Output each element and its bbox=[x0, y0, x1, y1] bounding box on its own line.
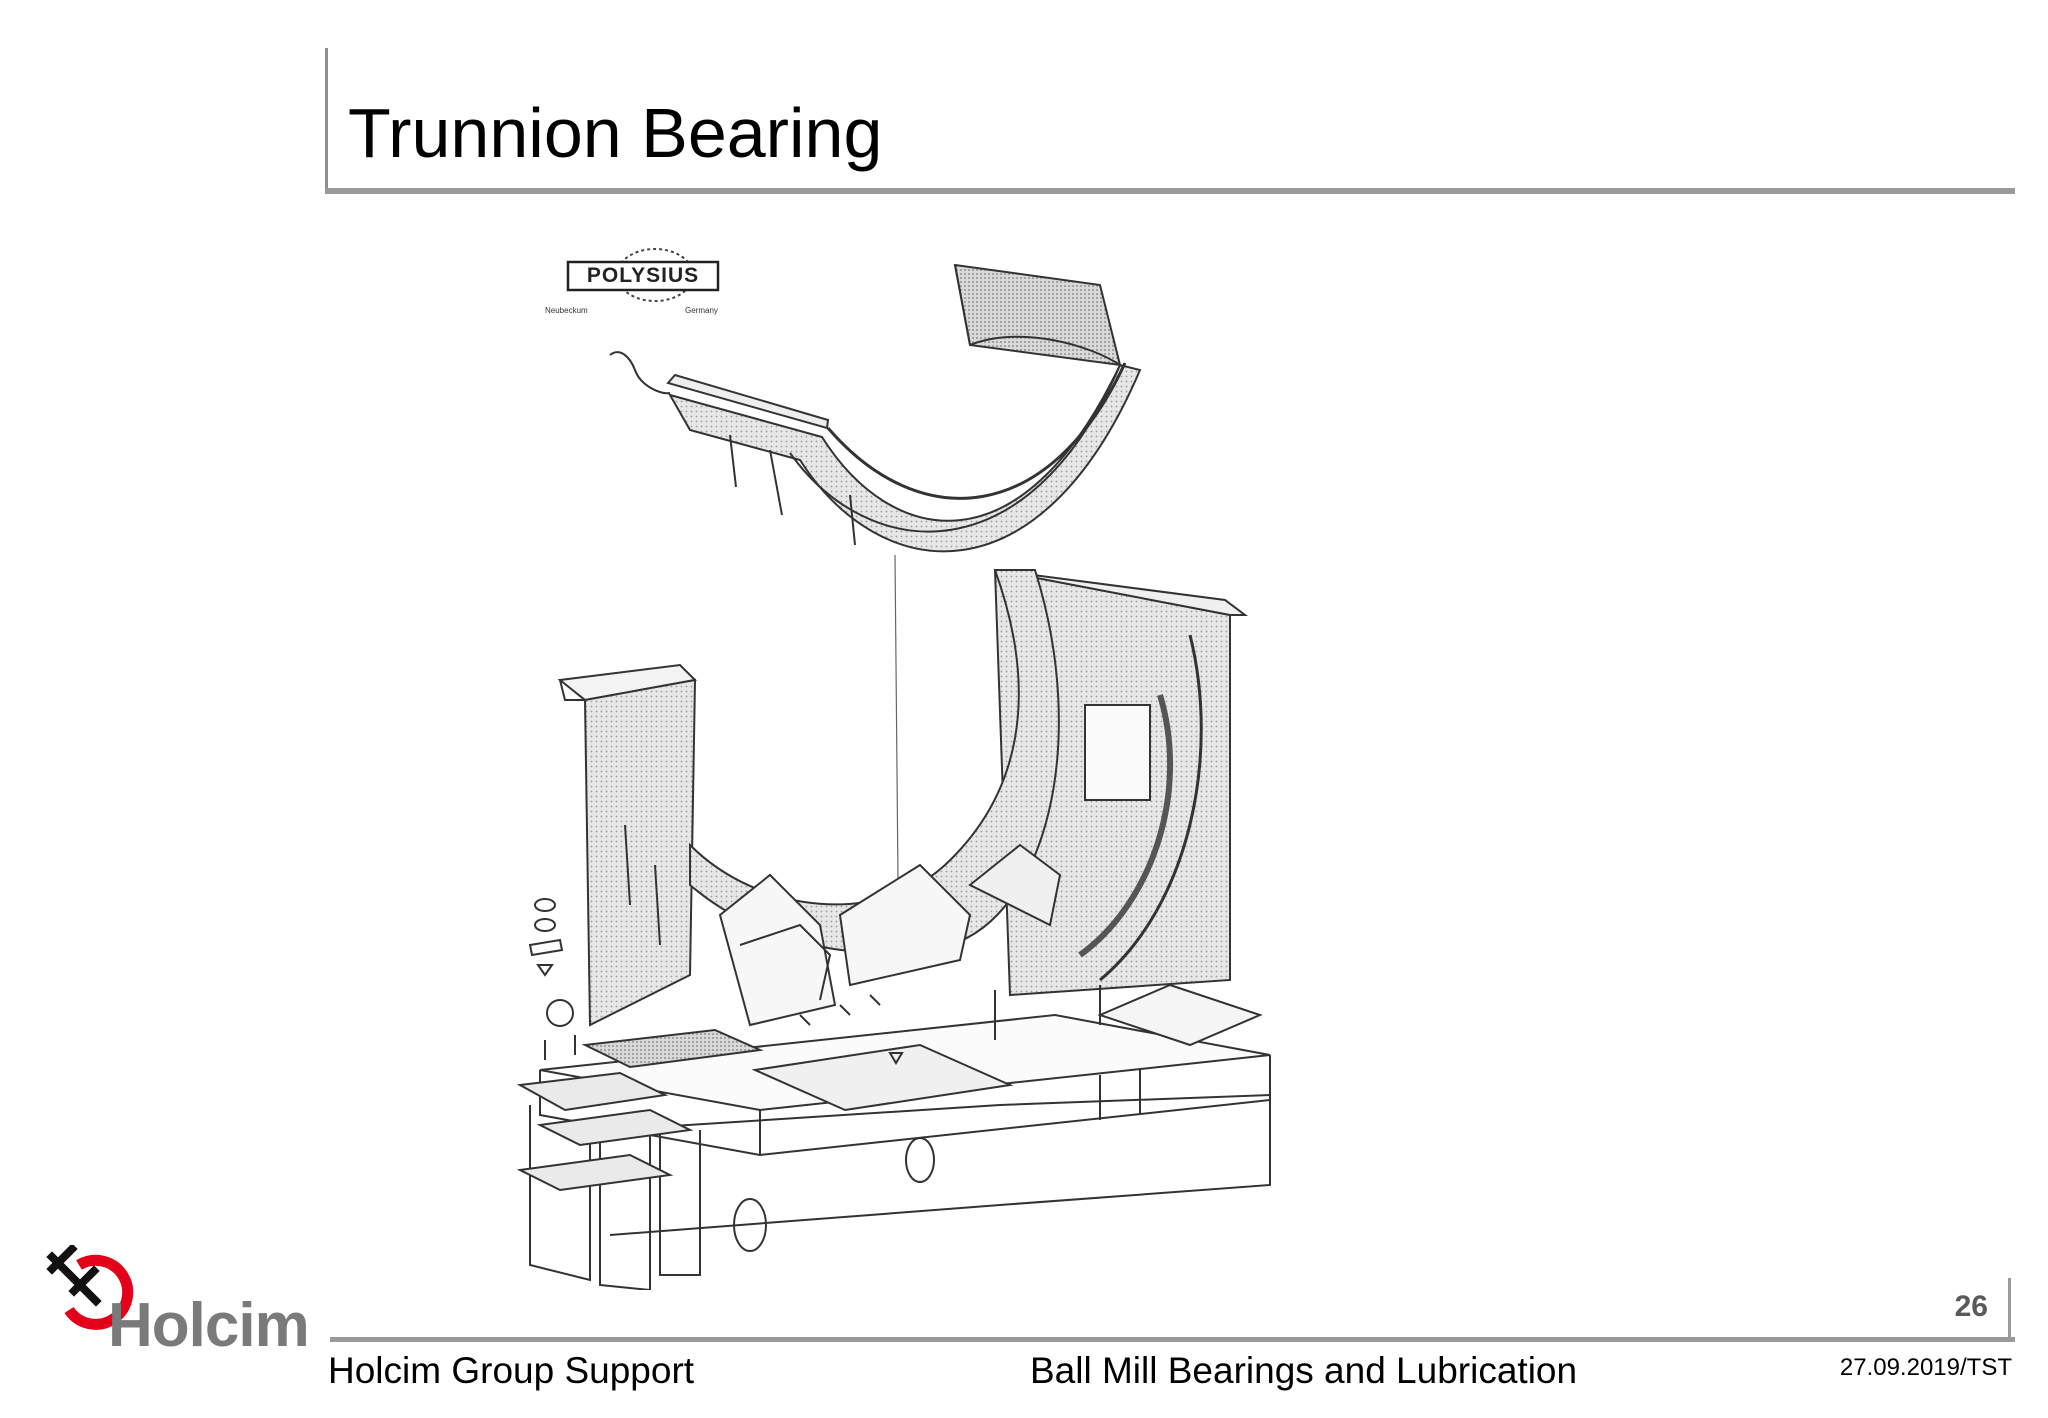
fasteners bbox=[528, 898, 1101, 1065]
badge-right-text: Germany bbox=[685, 306, 718, 315]
base-frame bbox=[529, 1013, 1271, 1290]
footer-organization: Holcim Group Support bbox=[328, 1350, 695, 1391]
footer-presentation-title: Ball Mill Bearings and Lubrication bbox=[1030, 1350, 1578, 1391]
polysius-badge bbox=[566, 248, 720, 302]
page-number-accent bbox=[2008, 1278, 2011, 1341]
housing-ribs bbox=[718, 843, 1062, 1027]
end-plate-left bbox=[557, 663, 698, 1027]
slide-title: Trunnion Bearing bbox=[348, 94, 883, 172]
page-number: 26 bbox=[1954, 1290, 1988, 1323]
badge-left-text: Neubeckum bbox=[545, 306, 588, 315]
footer-rule bbox=[330, 1337, 2015, 1342]
title-rule bbox=[325, 188, 2015, 194]
logo-wordmark: Holcim bbox=[108, 1291, 310, 1360]
polysius-badge-text: POLYSIUS bbox=[587, 264, 699, 287]
holcim-logo: Holcim bbox=[44, 1245, 310, 1357]
holcim-mark-icon bbox=[46, 1245, 134, 1330]
base-pads bbox=[516, 983, 1263, 1192]
title-accent-line bbox=[325, 48, 328, 194]
footer-date-author: 27.09.2019/TST bbox=[1839, 1354, 2012, 1381]
trunnion-bearing-drawing: POLYSIUS Neubeckum Germany bbox=[500, 225, 1320, 1290]
bearing-shell bbox=[666, 263, 1142, 553]
